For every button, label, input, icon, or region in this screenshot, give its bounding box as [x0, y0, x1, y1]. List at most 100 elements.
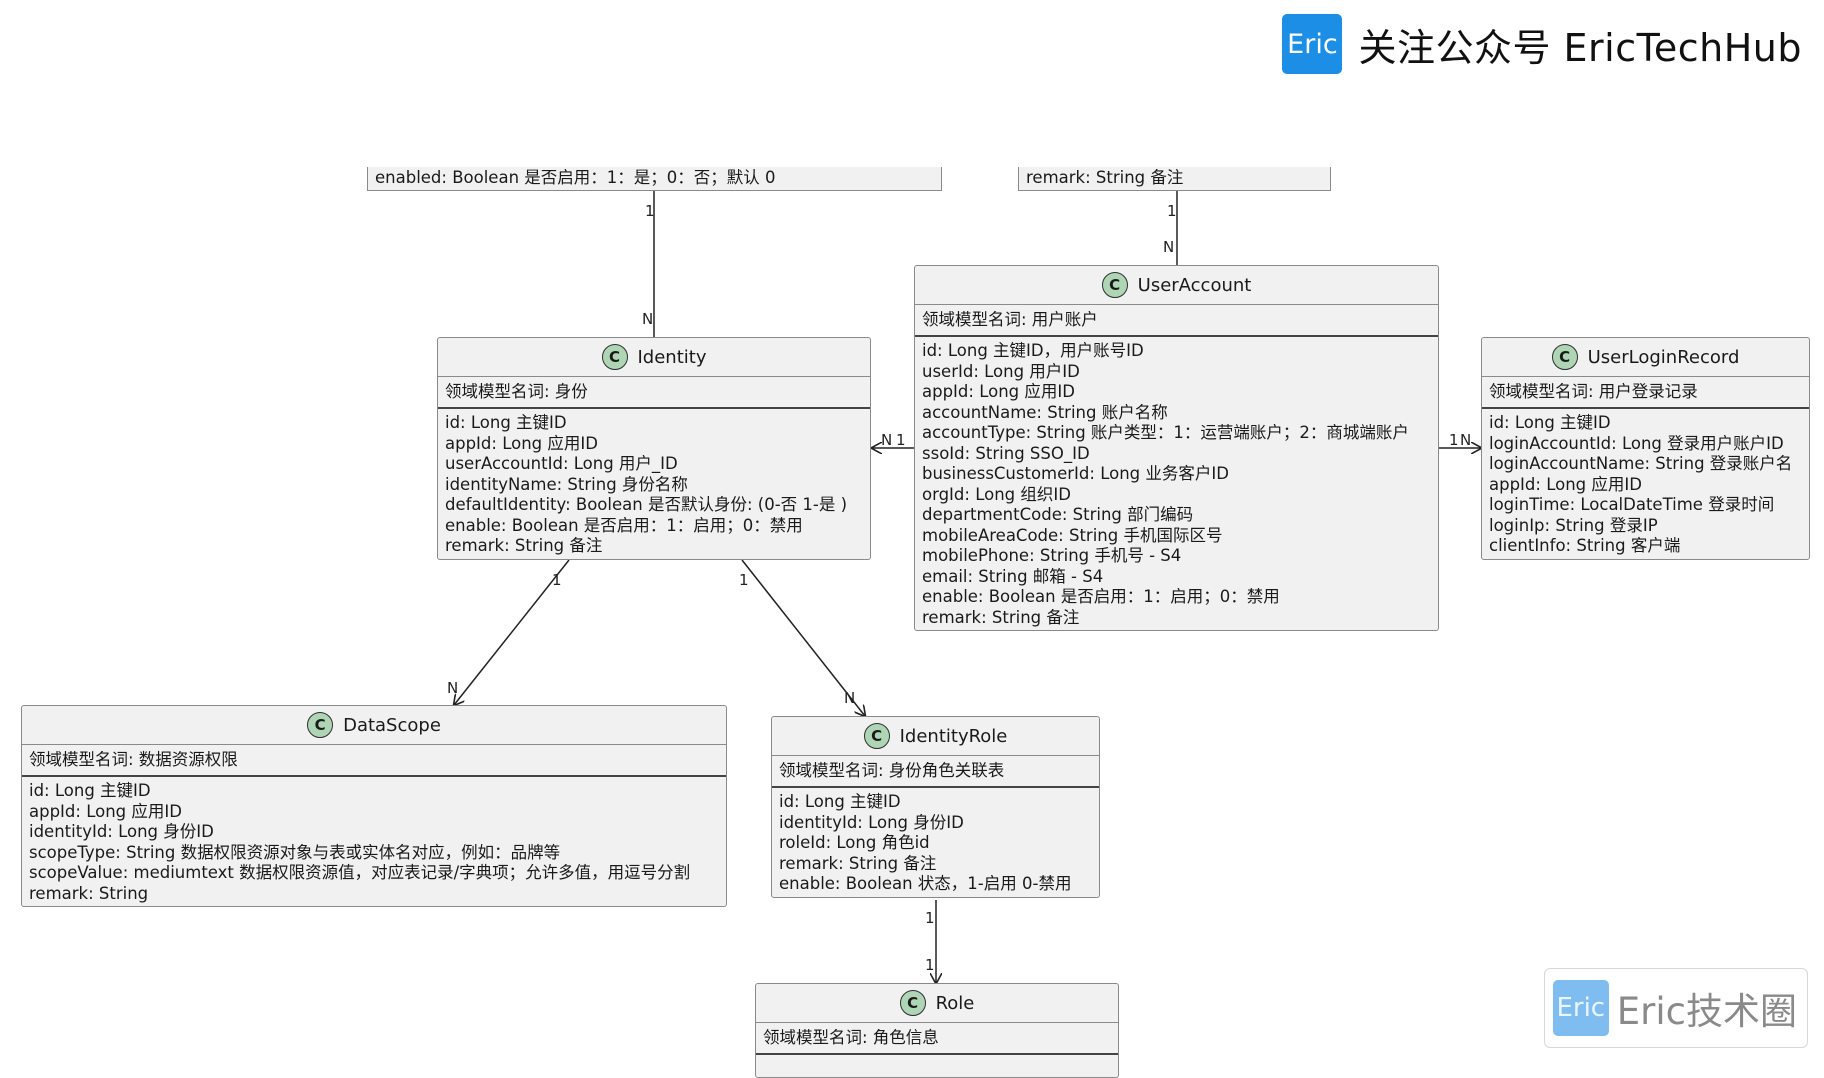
class-field: accountType: String 账户类型：1：运营端账户；2：商城端账户: [922, 423, 1409, 442]
class-field: userAccountId: Long 用户_ID: [445, 454, 678, 473]
class-field: id: Long 主键ID，用户账号ID: [922, 341, 1144, 360]
class-data-scope[interactable]: C DataScope 领域模型名词: 数据资源权限 id: Long 主键ID…: [21, 705, 727, 907]
class-description: 领域模型名词: 身份: [438, 377, 870, 409]
class-field: id: Long 主键ID: [779, 792, 901, 811]
class-field: id: Long 主键ID: [1489, 413, 1611, 432]
class-c-icon: C: [307, 712, 334, 738]
class-field: identityName: String 身份名称: [445, 474, 688, 494]
class-field: appId: Long 应用ID: [29, 801, 182, 821]
mult-datascope-n: N: [447, 679, 459, 697]
class-field: ssoId: String SSO_ID: [922, 443, 1090, 463]
class-fields: id: Long 主键ID loginAccountId: Long 登录用户账…: [1482, 409, 1809, 559]
class-field: loginTime: LocalDateTime 登录时间: [1489, 495, 1775, 514]
class-field: enable: Boolean 是否启用：1：启用；0：禁用: [445, 515, 803, 535]
class-c-icon: C: [899, 990, 926, 1016]
class-identity-header: C Identity: [438, 338, 870, 377]
class-user-login-record-header: C UserLoginRecord: [1482, 338, 1809, 377]
class-field: scopeType: String 数据权限资源对象与表或实体名对应，例如：品牌…: [29, 842, 561, 862]
class-c-icon: C: [1101, 272, 1128, 298]
mult-useraccount-n: N: [1163, 238, 1175, 256]
eric-logo-icon: Eric: [1282, 14, 1343, 74]
class-field: loginAccountName: String 登录账户名: [1489, 454, 1793, 473]
partial-class-top-right: remark: String 备注: [1018, 167, 1331, 191]
class-field: mobilePhone: String 手机号 - S4: [922, 546, 1182, 565]
mult-identity-ir-1: 1: [739, 571, 749, 589]
mult-identity-n: N: [642, 310, 654, 328]
class-name: IdentityRole: [899, 725, 1008, 747]
class-user-account[interactable]: C UserAccount 领域模型名词: 用户账户 id: Long 主键ID…: [914, 265, 1439, 631]
class-fields: id: Long 主键ID identityId: Long 身份ID role…: [772, 788, 1099, 897]
class-name: UserAccount: [1137, 274, 1252, 296]
class-field: departmentCode: String 部门编码: [922, 505, 1194, 524]
class-field: remark: String: [29, 883, 149, 903]
eric-logo-icon: Eric: [1552, 980, 1609, 1036]
class-field: roleId: Long 角色id: [779, 833, 930, 852]
class-role-header: C Role: [756, 984, 1118, 1023]
class-name: Role: [935, 992, 975, 1014]
class-user-login-record[interactable]: C UserLoginRecord 领域模型名词: 用户登录记录 id: Lon…: [1481, 337, 1810, 560]
mult-identity-side-n: N: [881, 431, 893, 449]
class-field: mobileAreaCode: String 手机国际区号: [922, 525, 1223, 545]
arrow-identity-identityrole: [741, 559, 865, 716]
mult-loginrecord-n: N: [1460, 431, 1472, 449]
class-field: appId: Long 应用ID: [1489, 474, 1642, 494]
partial-class-top-left: enabled: Boolean 是否启用：1：是；0：否；默认 0: [367, 167, 942, 191]
class-user-account-header: C UserAccount: [915, 266, 1438, 305]
class-field: remark: String 备注: [779, 853, 937, 873]
class-field: appId: Long 应用ID: [445, 433, 598, 453]
class-field: loginIp: String 登录IP: [1489, 515, 1658, 535]
class-data-scope-header: C DataScope: [22, 706, 726, 745]
mult-role-1: 1: [925, 956, 935, 974]
class-description: 领域模型名词: 数据资源权限: [22, 745, 726, 777]
class-identity-role-header: C IdentityRole: [772, 717, 1099, 756]
mult-identityrole-n: N: [844, 689, 856, 707]
class-description: 领域模型名词: 身份角色关联表: [772, 756, 1099, 788]
class-fields: id: Long 主键ID appId: Long 应用ID identityI…: [22, 777, 726, 906]
arrow-identity-datascope: [454, 559, 570, 705]
header-brand: Eric 关注公众号 EricTechHub: [1282, 14, 1802, 74]
mult-topleft-1: 1: [645, 202, 655, 220]
mult-useraccount-right-1: 1: [1449, 431, 1459, 449]
class-field: id: Long 主键ID: [29, 781, 151, 800]
class-identity[interactable]: C Identity 领域模型名词: 身份 id: Long 主键ID appI…: [437, 337, 871, 560]
class-field: remark: String 备注: [922, 607, 1080, 627]
class-field: loginAccountId: Long 登录用户账户ID: [1489, 433, 1784, 453]
class-role[interactable]: C Role 领域模型名词: 角色信息: [755, 983, 1119, 1078]
class-field: accountName: String 账户名称: [922, 402, 1168, 422]
class-c-icon: C: [1551, 344, 1578, 370]
class-name: DataScope: [343, 714, 441, 736]
watermark-text: Eric技术圈: [1616, 990, 1797, 1033]
class-name: UserLoginRecord: [1587, 346, 1740, 368]
class-field: orgId: Long 组织ID: [922, 484, 1071, 504]
class-field: id: Long 主键ID: [445, 413, 567, 432]
class-description: 领域模型名词: 角色信息: [756, 1023, 1118, 1055]
class-c-icon: C: [601, 344, 628, 370]
class-fields: id: Long 主键ID，用户账号ID userId: Long 用户ID a…: [915, 337, 1438, 630]
class-field: clientInfo: String 客户端: [1489, 536, 1681, 555]
class-field: userId: Long 用户ID: [922, 361, 1080, 381]
mult-identity-ds-1: 1: [552, 571, 562, 589]
mult-topright-1: 1: [1167, 202, 1177, 220]
class-description: 领域模型名词: 用户账户: [915, 305, 1438, 337]
watermark: Eric Eric技术圈: [1543, 968, 1808, 1048]
mult-identityrole-1: 1: [925, 909, 935, 927]
class-description: 领域模型名词: 用户登录记录: [1482, 377, 1809, 409]
class-field: remark: String 备注: [445, 536, 603, 555]
class-field: appId: Long 应用ID: [922, 382, 1075, 401]
header-title: 关注公众号 EricTechHub: [1358, 25, 1802, 70]
class-identity-role[interactable]: C IdentityRole 领域模型名词: 身份角色关联表 id: Long …: [771, 716, 1100, 898]
class-c-icon: C: [863, 723, 890, 749]
class-fields: id: Long 主键ID appId: Long 应用ID userAccou…: [438, 409, 870, 559]
class-field: email: String 邮箱 - S4: [922, 566, 1104, 586]
class-field: businessCustomerId: Long 业务客户ID: [922, 464, 1229, 483]
class-field: scopeValue: mediumtext 数据权限资源值，对应表记录/字典项…: [29, 863, 691, 882]
class-name: Identity: [637, 346, 707, 368]
class-field: enable: Boolean 状态，1-启用 0-禁用: [779, 874, 1072, 893]
class-field: identityId: Long 身份ID: [29, 822, 214, 841]
class-field: identityId: Long 身份ID: [779, 812, 964, 832]
mult-useraccount-side-1: 1: [896, 431, 906, 449]
class-field: defaultIdentity: Boolean 是否默认身份: (0-否 1-…: [445, 495, 848, 514]
class-field: enable: Boolean 是否启用：1：启用；0：禁用: [922, 587, 1280, 606]
